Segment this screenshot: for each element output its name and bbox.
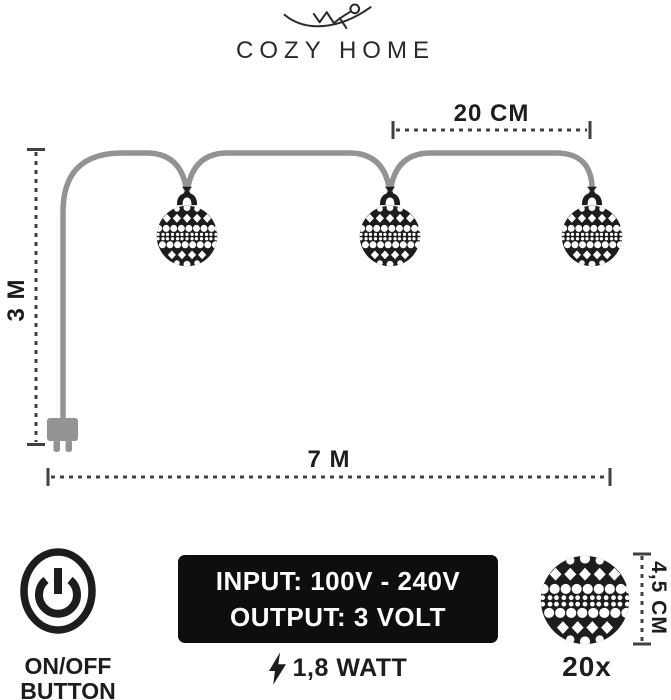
output-spec: OUTPUT: 3 VOLT — [230, 602, 446, 632]
ball-size-sample — [539, 554, 631, 646]
lightning-bolt-icon — [268, 652, 286, 685]
bulb-spacing-label: 20 CM — [453, 100, 530, 127]
ball-size-label: 4,5 CM — [647, 561, 670, 635]
power-cable — [60, 150, 595, 423]
wattage-row: 1,8 WATT — [178, 652, 498, 685]
hammock-person-icon — [283, 3, 372, 30]
io-spec-box: INPUT: 100V - 240V OUTPUT: 3 VOLT — [178, 555, 498, 643]
power-button-caption-line2: BUTTON — [20, 678, 116, 700]
brand-name: COZY HOME — [236, 37, 435, 64]
power-button-caption-line1: ON/OFF — [24, 653, 112, 679]
power-button-icon — [20, 548, 96, 634]
power-button-caption: ON/OFF BUTTON — [6, 654, 130, 700]
bulb-spacing-dimension-line — [391, 121, 592, 139]
total-length-label: 7 M — [307, 446, 351, 473]
ornament-ball-1 — [155, 187, 225, 268]
ball-count-label: 20x — [562, 651, 612, 682]
lead-height-dimension-line — [27, 148, 45, 446]
wattage-label: 1,8 WATT — [292, 654, 408, 682]
ball-size-dimension-line — [633, 552, 651, 646]
string-lights-diagram — [27, 121, 671, 486]
ornament-ball-2 — [358, 187, 428, 268]
power-plug-icon — [47, 418, 78, 452]
input-spec: INPUT: 100V - 240V — [215, 566, 461, 596]
total-length-dimension-line — [46, 468, 612, 486]
lead-height-label: 3 M — [3, 278, 30, 322]
ornament-ball-3 — [560, 187, 630, 268]
